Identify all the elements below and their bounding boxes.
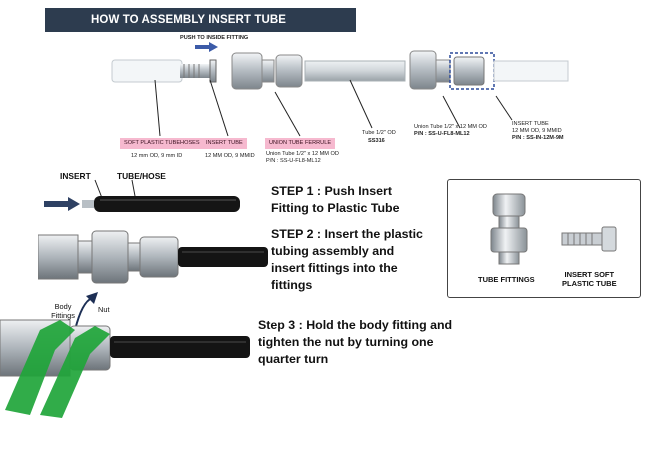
tube-label-line1: Tube 1/2" OD bbox=[362, 130, 396, 136]
green-wrench-left bbox=[5, 320, 75, 415]
step2-line4: fittings bbox=[271, 278, 313, 292]
steel-tube bbox=[304, 60, 406, 82]
push-label: PUSH TO INSIDE FITTING bbox=[180, 35, 249, 41]
union-right-line2: P/N : SS-U-FL8-ML12 bbox=[414, 131, 470, 137]
step1-line1: STEP 1 : Push Insert bbox=[271, 184, 392, 198]
soft-plastic-label: SOFT PLASTIC TUBEHOSES bbox=[120, 138, 204, 149]
legend-box bbox=[447, 179, 641, 298]
step2-illustration bbox=[38, 230, 268, 284]
tube-label-line2: SS316 bbox=[368, 138, 385, 144]
step1-illustration bbox=[44, 179, 240, 212]
soft-plastic-spec: 12 mm OD, 9 mm ID bbox=[131, 153, 183, 159]
push-arrow-icon bbox=[195, 42, 218, 52]
step3-line3: quarter turn bbox=[258, 352, 329, 366]
step2-line2: tubing assembly and bbox=[271, 244, 395, 258]
body-fittings-label: Body Fittings bbox=[51, 302, 75, 320]
insert-soft-image bbox=[561, 226, 617, 252]
green-wrench-right bbox=[40, 326, 110, 418]
step2-line3: insert fittings into the bbox=[271, 261, 398, 275]
insert-right-line1: INSERT TUBE bbox=[512, 121, 549, 127]
union-right-line1: Union Tube 1/2" x 12 MM OD bbox=[414, 124, 487, 130]
step3-line2: tighten the nut by turning one bbox=[258, 335, 434, 349]
union-right-part bbox=[409, 50, 495, 90]
insert-right-line3: P/N : SS-IN-12M-9M bbox=[512, 135, 564, 141]
outlet-tube bbox=[493, 60, 569, 82]
step3-illustration bbox=[0, 292, 250, 418]
tube-fitting-image bbox=[490, 193, 528, 265]
union-ferrule-part bbox=[231, 52, 303, 90]
push-arrow bbox=[44, 197, 80, 211]
insert-soft-line1: INSERT SOFT bbox=[564, 270, 615, 279]
union-ferrule-line2: P/N : SS-U-FL8-ML12 bbox=[266, 158, 321, 164]
page-title: HOW TO ASSEMBLY INSERT TUBE PLASTIC/HOSE… bbox=[45, 8, 356, 50]
insert-tube-label: INSERT TUBE bbox=[202, 138, 247, 149]
insert-tube-spec: 12 MM OD, 9 MMID bbox=[205, 153, 255, 159]
tube-hose-label: TUBE/HOSE bbox=[117, 171, 166, 181]
insert-tube-part bbox=[180, 59, 217, 83]
step3-line1: Step 3 : Hold the body fitting and bbox=[258, 318, 453, 332]
step2-line1: STEP 2 : Insert the plastic bbox=[271, 227, 423, 241]
insert-soft-line2: PLASTIC TUBE bbox=[562, 279, 617, 288]
step1-line2: Fitting to Plastic Tube bbox=[271, 201, 400, 215]
nut-label: Nut bbox=[98, 305, 110, 314]
union-ferrule-label: UNION TUBE FERRULE bbox=[265, 138, 336, 149]
insert-label: INSERT bbox=[60, 171, 91, 181]
rotate-arrow-icon bbox=[86, 292, 98, 304]
tube-fittings-label: TUBE FITTINGS bbox=[478, 275, 535, 284]
insert-right-line2: 12 MM OD, 9 MMID bbox=[512, 128, 562, 134]
union-ferrule-line1: Union Tube 1/2" x 12 MM OD bbox=[266, 151, 339, 157]
pointer-lines bbox=[154, 79, 513, 137]
assembly-diagram bbox=[111, 50, 569, 90]
